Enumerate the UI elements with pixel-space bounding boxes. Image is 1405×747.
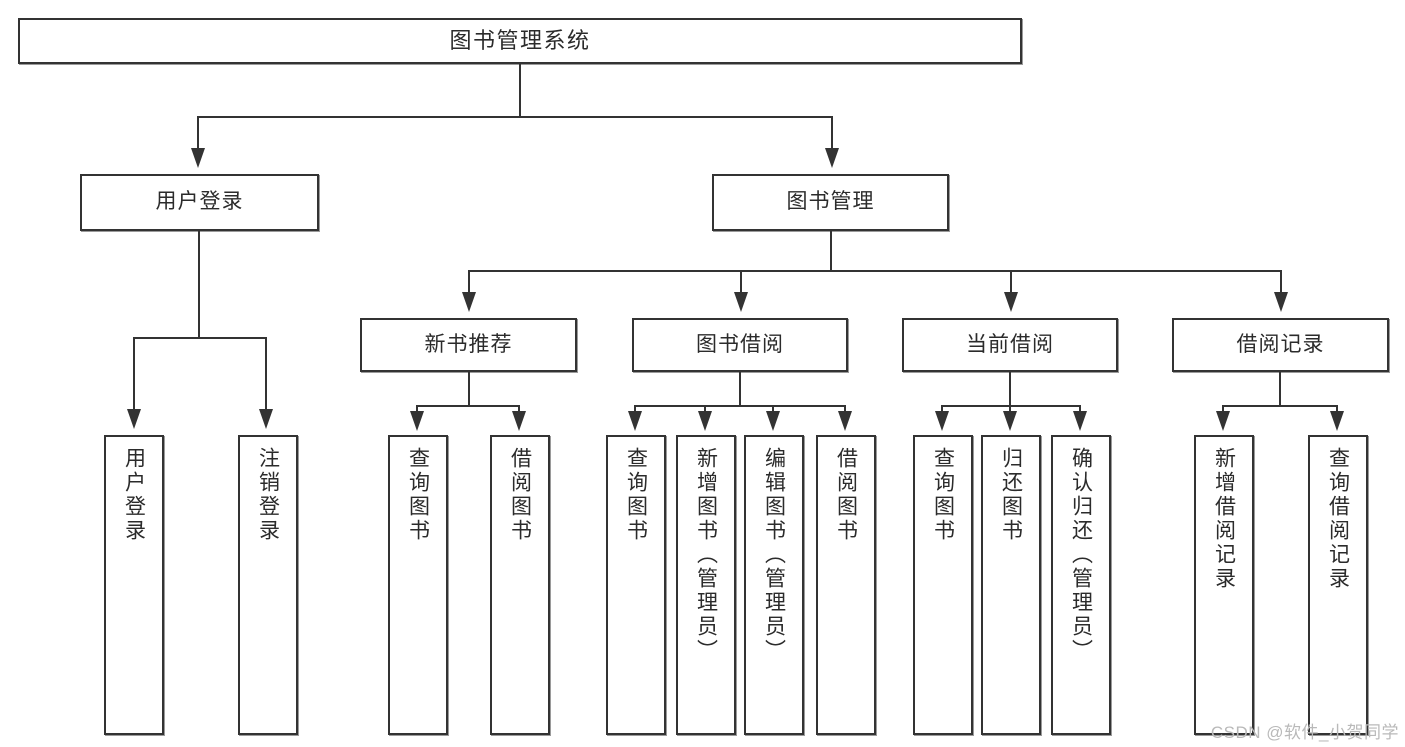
leaf-logout[interactable]: 注销登录 xyxy=(238,435,298,735)
connector-user-login-stem xyxy=(198,231,200,337)
arrow-to-leaf-add-record xyxy=(1216,411,1230,431)
node-label: 查询图书 xyxy=(406,447,430,543)
arrow-to-leaf-user-login xyxy=(127,409,141,429)
leaf-query-book-current[interactable]: 查询图书 xyxy=(913,435,973,735)
connector-br-leaf-2 xyxy=(1336,405,1338,413)
connector-bb-leaf-4 xyxy=(844,405,846,413)
connector-to-book-borrow xyxy=(740,270,742,294)
connector-borrow-record-bus xyxy=(1222,405,1338,407)
connector-to-borrow-record xyxy=(1280,270,1282,294)
connector-root-to-user-login xyxy=(197,116,199,150)
connector-cb-leaf-2 xyxy=(1009,405,1011,413)
leaf-query-book-borrow[interactable]: 查询图书 xyxy=(606,435,666,735)
leaf-user-login[interactable]: 用户登录 xyxy=(104,435,164,735)
connector-new-book-rec-stem xyxy=(468,372,470,405)
connector-current-borrow-bus xyxy=(941,405,1081,407)
node-label: 图书管理 xyxy=(786,190,875,214)
connector-new-book-rec-bus xyxy=(416,405,520,407)
node-label: 查询借阅记录 xyxy=(1326,447,1350,591)
connector-bb-leaf-2 xyxy=(704,405,706,413)
connector-to-new-book-rec xyxy=(468,270,470,294)
node-label: 借阅记录 xyxy=(1236,332,1325,356)
connector-nbr-leaf-1 xyxy=(416,405,418,413)
connector-bb-leaf-1 xyxy=(634,405,636,413)
arrow-to-leaf-query-book-c xyxy=(935,411,949,431)
arrow-to-leaf-edit-book xyxy=(766,411,780,431)
leaf-confirm-return-admin[interactable]: 确认归还（管理员） xyxy=(1051,435,1111,735)
leaf-borrow-book-rec[interactable]: 借阅图书 xyxy=(490,435,550,735)
connector-book-manage-bus xyxy=(468,270,1282,272)
arrow-to-borrow-record xyxy=(1274,292,1288,312)
leaf-query-book-rec[interactable]: 查询图书 xyxy=(388,435,448,735)
connector-bb-leaf-3 xyxy=(772,405,774,413)
arrow-to-new-book-rec xyxy=(462,292,476,312)
leaf-return-book[interactable]: 归还图书 xyxy=(981,435,1041,735)
node-borrow-record[interactable]: 借阅记录 xyxy=(1172,318,1389,372)
node-label: 确认归还（管理员） xyxy=(1069,447,1093,663)
connector-br-leaf-1 xyxy=(1222,405,1224,413)
arrow-to-leaf-add-book xyxy=(698,411,712,431)
node-label: 借阅图书 xyxy=(834,447,858,543)
arrow-to-leaf-query-book-b xyxy=(628,411,642,431)
node-label: 用户登录 xyxy=(155,190,244,214)
connector-user-login-bus xyxy=(133,337,265,339)
connector-cb-leaf-1 xyxy=(941,405,943,413)
leaf-borrow-book-borrow[interactable]: 借阅图书 xyxy=(816,435,876,735)
connector-current-borrow-stem xyxy=(1009,372,1011,405)
node-new-book-recommend[interactable]: 新书推荐 xyxy=(360,318,577,372)
connector-book-borrow-stem xyxy=(739,372,741,405)
connector-nbr-leaf-2 xyxy=(518,405,520,413)
arrow-root-to-book-manage xyxy=(825,148,839,168)
node-label: 当前借阅 xyxy=(966,332,1054,356)
node-label: 查询图书 xyxy=(931,447,955,543)
connector-root-bus xyxy=(197,116,833,118)
node-book-borrow[interactable]: 图书借阅 xyxy=(632,318,848,372)
node-label: 查询图书 xyxy=(624,447,648,543)
arrow-to-current-borrow xyxy=(1004,292,1018,312)
arrow-to-leaf-query-book-a xyxy=(410,411,424,431)
connector-book-borrow-bus xyxy=(634,405,846,407)
node-user-login[interactable]: 用户登录 xyxy=(80,174,319,231)
leaf-add-book-admin[interactable]: 新增图书（管理员） xyxy=(676,435,736,735)
node-root-library-system[interactable]: 图书管理系统 xyxy=(18,18,1022,64)
connector-cb-leaf-3 xyxy=(1079,405,1081,413)
arrow-to-leaf-borrow-book-b xyxy=(838,411,852,431)
leaf-add-borrow-record[interactable]: 新增借阅记录 xyxy=(1194,435,1254,735)
node-label: 借阅图书 xyxy=(508,447,532,543)
node-label: 新增图书（管理员） xyxy=(694,447,718,663)
arrow-to-leaf-borrow-book-a xyxy=(512,411,526,431)
node-label: 新书推荐 xyxy=(424,332,513,356)
connector-root-stem xyxy=(519,64,521,116)
connector-user-login-to-leaf-1 xyxy=(133,337,135,411)
node-label: 图书借阅 xyxy=(696,332,784,356)
arrow-to-leaf-return-book xyxy=(1003,411,1017,431)
arrow-to-book-borrow xyxy=(734,292,748,312)
connector-root-to-book-manage xyxy=(831,116,833,150)
connector-borrow-record-stem xyxy=(1279,372,1281,405)
connector-to-current-borrow xyxy=(1010,270,1012,294)
leaf-edit-book-admin[interactable]: 编辑图书（管理员） xyxy=(744,435,804,735)
arrow-to-leaf-query-record xyxy=(1330,411,1344,431)
arrow-root-to-user-login xyxy=(191,148,205,168)
node-label: 注销登录 xyxy=(256,447,280,543)
node-label: 图书管理系统 xyxy=(449,28,591,54)
arrow-to-leaf-logout xyxy=(259,409,273,429)
node-label: 编辑图书（管理员） xyxy=(762,447,786,663)
node-current-borrow[interactable]: 当前借阅 xyxy=(902,318,1118,372)
node-book-management[interactable]: 图书管理 xyxy=(712,174,949,231)
connector-book-manage-stem xyxy=(830,231,832,270)
node-label: 归还图书 xyxy=(999,447,1023,543)
node-label: 新增借阅记录 xyxy=(1212,447,1236,591)
node-label: 用户登录 xyxy=(122,447,146,543)
leaf-query-borrow-record[interactable]: 查询借阅记录 xyxy=(1308,435,1368,735)
connector-user-login-to-leaf-2 xyxy=(265,337,267,411)
arrow-to-leaf-confirm-return xyxy=(1073,411,1087,431)
